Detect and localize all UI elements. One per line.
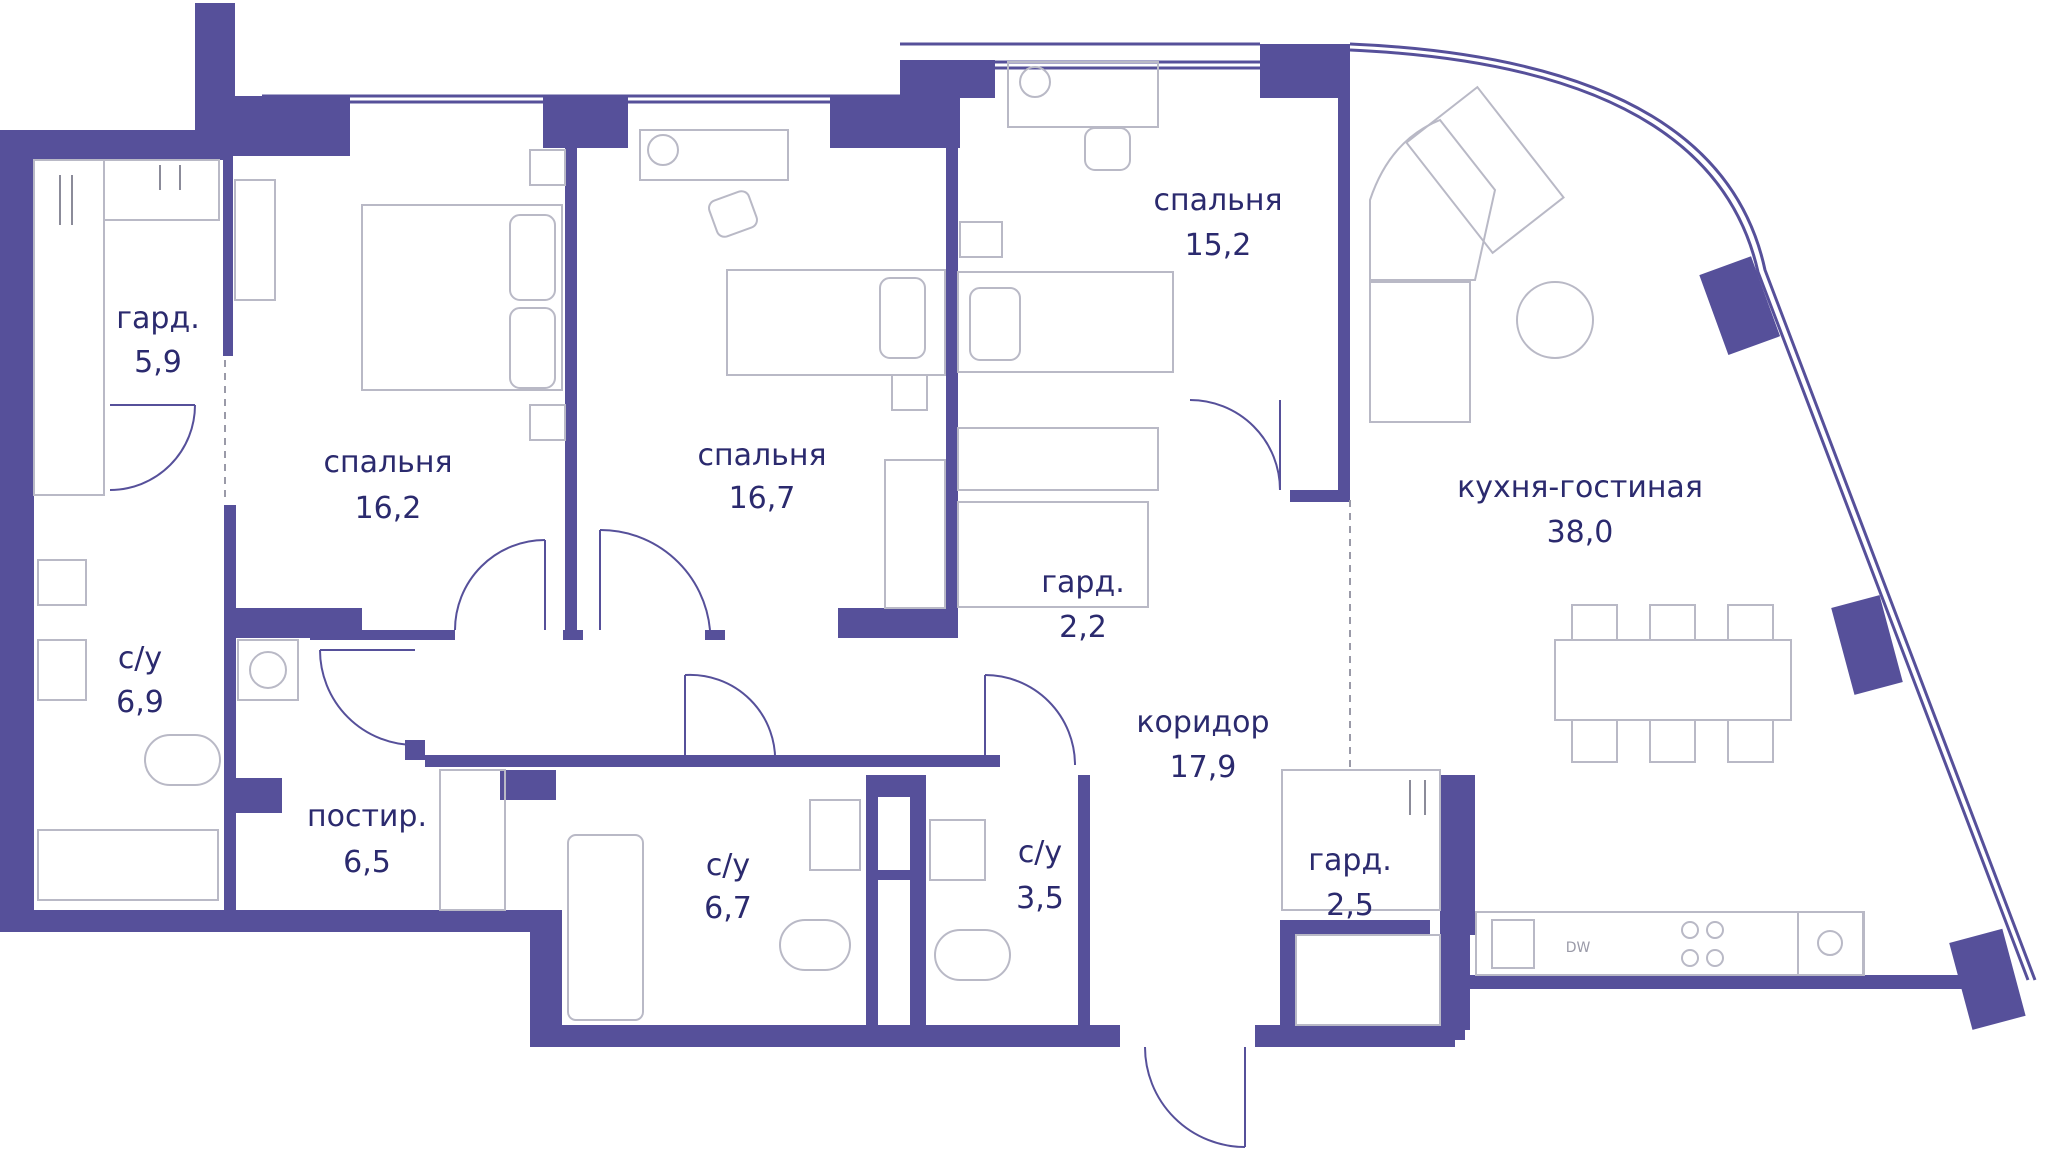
- laundry-area: 6,5: [343, 845, 391, 880]
- bathroom-mid-name: с/у: [706, 848, 750, 883]
- wardrobe-left-name: гард.: [116, 301, 199, 336]
- bedroom-1-area: 16,2: [355, 491, 422, 526]
- furniture: DW: [33, 61, 1865, 1026]
- corridor-name: коридор: [1136, 705, 1269, 740]
- bathroom-mid-area: 6,7: [704, 891, 752, 926]
- wardrobe-right-name: гард.: [1308, 843, 1391, 878]
- kitchen-living-name: кухня-гостиная: [1457, 470, 1703, 505]
- room-labels: гард. 5,9 спальня 16,2 спальня 16,7 спал…: [116, 183, 1703, 926]
- bedroom-2-name: спальня: [697, 438, 826, 473]
- bathroom-left-name: с/у: [118, 641, 162, 676]
- bathroom-small-area: 3,5: [1016, 881, 1064, 916]
- wardrobe-left-area: 5,9: [134, 345, 182, 380]
- bathroom-left-area: 6,9: [116, 685, 164, 720]
- wardrobe-mid-area: 2,2: [1059, 610, 1107, 645]
- wardrobe-mid-name: гард.: [1041, 565, 1124, 600]
- bathroom-small-name: с/у: [1018, 835, 1062, 870]
- zone-boundaries: [224, 360, 1351, 770]
- bedroom-3-area: 15,2: [1185, 228, 1252, 263]
- bedroom-2-area: 16,7: [729, 481, 796, 516]
- corridor-area: 17,9: [1170, 750, 1237, 785]
- bedroom-1-name: спальня: [323, 445, 452, 480]
- dishwasher-label: DW: [1566, 940, 1591, 956]
- walls: [0, 3, 2026, 1047]
- kitchen-living-area: 38,0: [1547, 515, 1614, 550]
- laundry-name: постир.: [307, 799, 427, 834]
- doors: [109, 399, 1281, 1148]
- wardrobe-right-area: 2,5: [1326, 888, 1374, 923]
- bedroom-3-name: спальня: [1153, 183, 1282, 218]
